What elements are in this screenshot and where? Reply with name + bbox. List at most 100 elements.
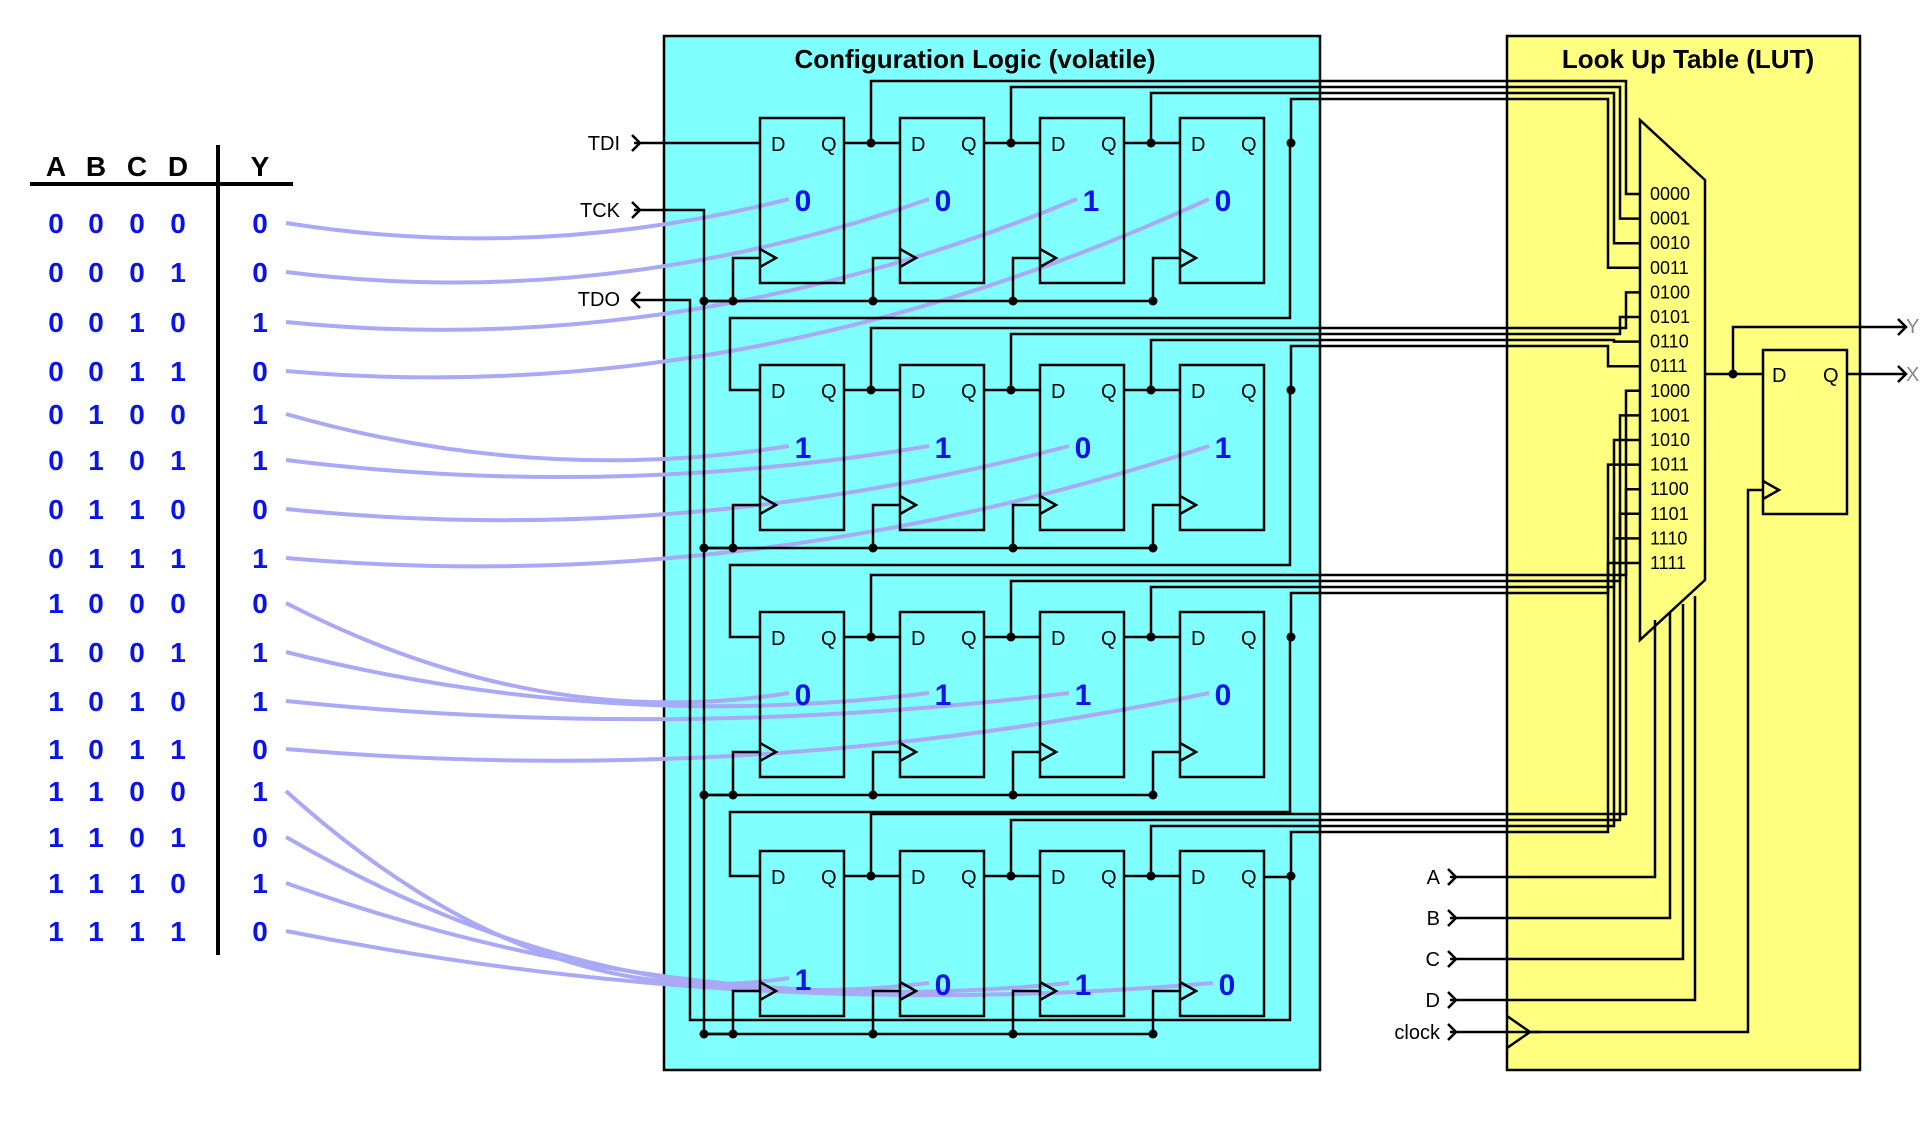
lut-bit-line (1149, 338, 1640, 390)
tck-arrow (631, 201, 642, 219)
ff-value: 1 (935, 432, 952, 465)
ff-d-label: D (1051, 134, 1065, 156)
clock-feed (1151, 750, 1180, 795)
tt-cell: 1 (88, 822, 104, 853)
ff-d-label: D (771, 867, 785, 889)
ff-q-label: Q (1241, 381, 1257, 403)
clock-feed (731, 503, 760, 548)
clock-feed (1151, 503, 1180, 548)
config-flipflop (898, 610, 986, 779)
clock-triangle (1039, 494, 1059, 516)
ff-q-label: Q (961, 628, 977, 650)
tt-output: 0 (252, 588, 268, 619)
tt-cell: 1 (170, 257, 186, 288)
tt-cell: 0 (88, 356, 104, 387)
tt-output: 0 (252, 494, 268, 525)
lut-bit-line (1149, 91, 1640, 245)
clock-triangle (899, 980, 919, 1002)
config-flipflop (758, 363, 846, 532)
clock-triangle (1039, 980, 1059, 1002)
select-line (1450, 604, 1685, 961)
input-a-label: A (1427, 867, 1441, 889)
tdi-label: TDI (588, 133, 620, 155)
tt-cell: 1 (170, 916, 186, 947)
tt-cell: 1 (129, 356, 145, 387)
lut-bit-line (1289, 344, 1640, 390)
tt-cell: 0 (129, 257, 145, 288)
ff-d-label: D (911, 381, 925, 403)
tt-cell: 1 (170, 637, 186, 668)
clock-feed (731, 256, 760, 301)
clock-triangle (1039, 741, 1059, 763)
mux-input-label: 0010 (1650, 233, 1690, 253)
junction-dot (699, 790, 709, 800)
ff-q-label: Q (821, 867, 837, 889)
configuration-logic-title: Configuration Logic (volatile) (794, 44, 1155, 74)
tt-cell: 0 (88, 588, 104, 619)
tt-output: 1 (252, 543, 268, 574)
lut-bit-line (869, 487, 1640, 876)
config-flipflop (1178, 610, 1266, 779)
tt-cell: 1 (88, 543, 104, 574)
ff-q-label: Q (961, 381, 977, 403)
mux-input-label: 1100 (1650, 479, 1689, 499)
tt-output: 0 (252, 356, 268, 387)
tt-cell: 0 (129, 637, 145, 668)
mux-input-label: 1111 (1650, 553, 1686, 573)
config-flipflop (758, 610, 846, 779)
out-ff-clock (1762, 479, 1782, 501)
clock-triangle (1179, 980, 1199, 1002)
mux-input-label: 0100 (1650, 282, 1690, 302)
ff-value: 0 (1215, 185, 1232, 218)
lut-bit-line (1289, 97, 1640, 270)
tt-cell: 0 (170, 399, 186, 430)
truth-link (285, 412, 790, 463)
select-arrow (1447, 991, 1458, 1009)
junction-dot (699, 543, 709, 553)
ff-d-label: D (771, 628, 785, 650)
clock-triangle (899, 247, 919, 269)
tt-cell: 0 (170, 588, 186, 619)
junction-dot (699, 296, 709, 306)
clock-triangle (899, 741, 919, 763)
ff-q-label: Q (821, 134, 837, 156)
clock-feed (1011, 503, 1040, 548)
ff-d-label: D (771, 134, 785, 156)
tt-cell: 0 (129, 822, 145, 853)
tt-cell: 0 (170, 208, 186, 239)
config-flipflop (758, 849, 846, 1018)
tt-header-y: Y (251, 151, 270, 182)
tt-cell: 1 (88, 776, 104, 807)
x-arrow (1897, 365, 1908, 383)
lut-wiring (869, 79, 1908, 1050)
config-flipflop (758, 116, 846, 285)
tt-output: 0 (252, 208, 268, 239)
tt-cell: 0 (129, 208, 145, 239)
mux-input-label: 1101 (1650, 504, 1689, 524)
ff-value: 0 (935, 185, 952, 218)
config-flipflop (898, 849, 986, 1018)
tt-cell: 0 (129, 399, 145, 430)
input-clock-label: clock (1394, 1022, 1441, 1044)
tck-label: TCK (580, 200, 621, 222)
tt-cell: 1 (88, 399, 104, 430)
tt-cell: 1 (129, 307, 145, 338)
tt-cell: 0 (170, 686, 186, 717)
tt-header-a: A (46, 151, 66, 182)
ff-q-label: Q (821, 628, 837, 650)
output-ff-d-label: D (1772, 365, 1786, 387)
tdo-label: TDO (578, 289, 620, 311)
tt-cell: 0 (48, 257, 64, 288)
ff-value: 0 (935, 969, 952, 1002)
ff-q-label: Q (1101, 628, 1117, 650)
tt-cell: 1 (170, 543, 186, 574)
tt-cell: 1 (48, 916, 64, 947)
config-flipflop (1178, 363, 1266, 532)
config-flipflop (1038, 363, 1126, 532)
tt-output: 1 (252, 307, 268, 338)
ff-value: 0 (1219, 969, 1236, 1002)
mux-input-label: 0110 (1650, 332, 1689, 352)
clock-feed (731, 750, 760, 795)
lut-block: 0000000100100011010001010110011110001001… (869, 79, 1919, 1050)
truth-link (285, 691, 1070, 722)
